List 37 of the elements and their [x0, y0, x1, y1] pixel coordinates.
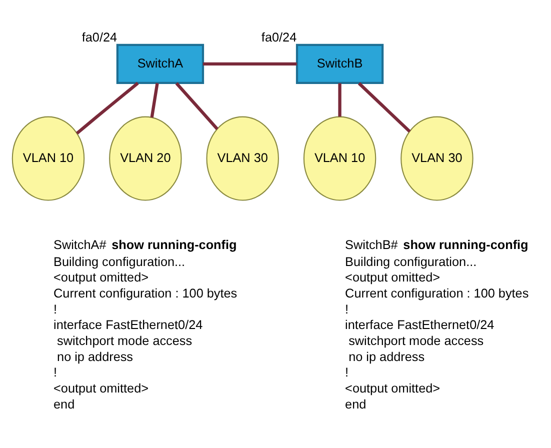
label: Current configuration : 100 bytes: [54, 286, 238, 301]
node-ellipse: VLAN 30: [400, 116, 474, 201]
label: <output omitted>: [54, 270, 149, 285]
node-ellipse: VLAN 10: [303, 116, 376, 201]
label: end: [54, 397, 75, 412]
label: !: [54, 302, 58, 316]
connector: [175, 82, 218, 130]
label: no ip address: [348, 350, 425, 364]
node-box: SwitchB: [296, 44, 384, 84]
connector: [76, 82, 139, 135]
connector: [150, 83, 159, 118]
label: Building configuration...: [345, 254, 477, 269]
connector: [358, 82, 411, 133]
label: switchport mode access: [57, 334, 192, 348]
label: interface FastEthernet0/24: [54, 318, 203, 332]
node-label: fa0/24: [82, 30, 118, 44]
connector: [203, 62, 297, 66]
node-ellipse: VLAN 10: [12, 116, 85, 201]
label: Building configuration...: [54, 254, 186, 269]
node-ellipse: VLAN 30: [206, 116, 279, 201]
label: no ip address: [57, 350, 134, 364]
label: <output omitted>: [345, 382, 440, 396]
label: SwitchB# show running-config: [345, 238, 528, 252]
label: interface FastEthernet0/24: [345, 318, 494, 332]
node-box: SwitchA: [116, 44, 204, 84]
label: SwitchA# show running-config: [54, 238, 237, 252]
label: <output omitted>: [345, 270, 440, 285]
label: switchport mode access: [348, 334, 484, 348]
label: <output omitted>: [54, 382, 149, 396]
node-ellipse: VLAN 20: [109, 116, 182, 201]
label: end: [345, 397, 366, 412]
label: Current configuration : 100 bytes: [345, 286, 529, 301]
label: !: [345, 302, 349, 316]
label: !: [345, 366, 349, 380]
label: !: [54, 366, 58, 380]
connector: [338, 83, 342, 117]
node-label: fa0/24: [261, 30, 297, 44]
